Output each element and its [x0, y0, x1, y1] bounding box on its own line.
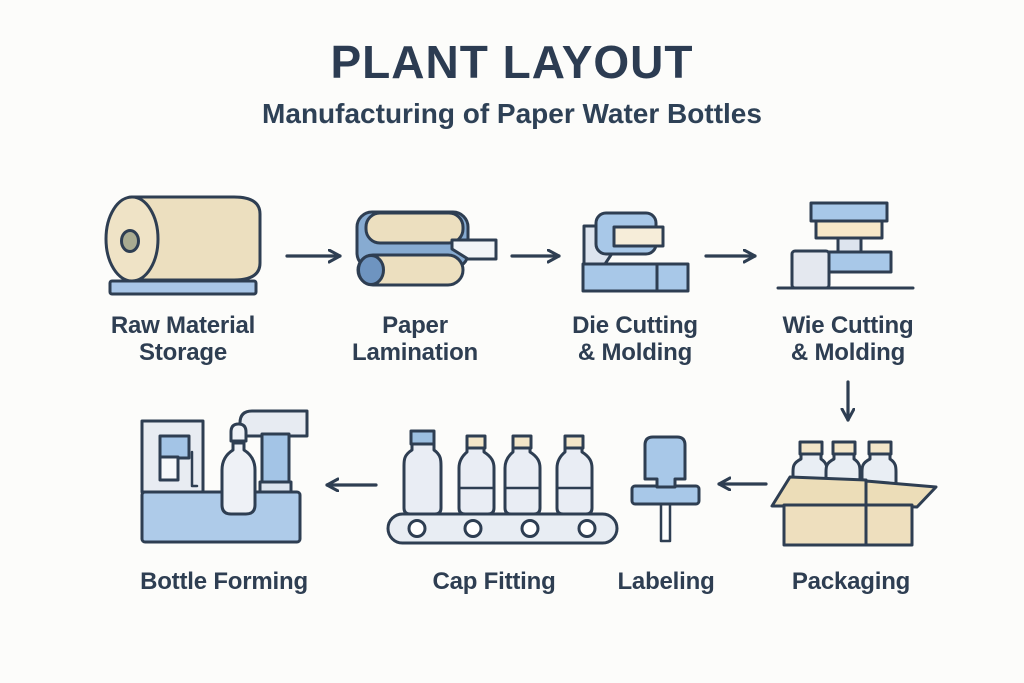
header: PLANT LAYOUT Manufacturing of Paper Wate… — [0, 38, 1024, 130]
flow-arrows-bottom — [325, 484, 768, 485]
paper-roll-icon — [104, 195, 262, 296]
stage-label-die-cutting-molding: Die Cutting & Molding — [572, 312, 698, 366]
stage-label-cap-fitting: Cap Fitting — [432, 568, 556, 595]
page-title: PLANT LAYOUT — [330, 36, 694, 88]
stamping-press-icon — [776, 201, 915, 290]
page-subtitle: Manufacturing of Paper Water Bottles — [262, 98, 762, 130]
lamination-rollers-icon — [355, 210, 498, 287]
bottle-forming-machine-icon — [140, 409, 309, 544]
stage-label-paper-lamination: Paper Lamination — [351, 312, 479, 366]
stage-label-labeling: Labeling — [617, 568, 715, 595]
die-press-icon — [581, 211, 690, 293]
stage-label-raw-material-storage: Raw Material Storage — [110, 312, 256, 366]
packed-box-icon — [770, 440, 938, 547]
stage-label-wie-cutting-molding: Wie Cutting & Molding — [782, 312, 914, 366]
stage-label-packaging: Packaging — [791, 568, 911, 595]
conveyor-bottles-icon — [386, 429, 619, 545]
flow-arrows-top — [285, 256, 848, 422]
labeling-machine-icon — [630, 435, 701, 543]
stage-label-bottle-forming: Bottle Forming — [140, 568, 308, 595]
